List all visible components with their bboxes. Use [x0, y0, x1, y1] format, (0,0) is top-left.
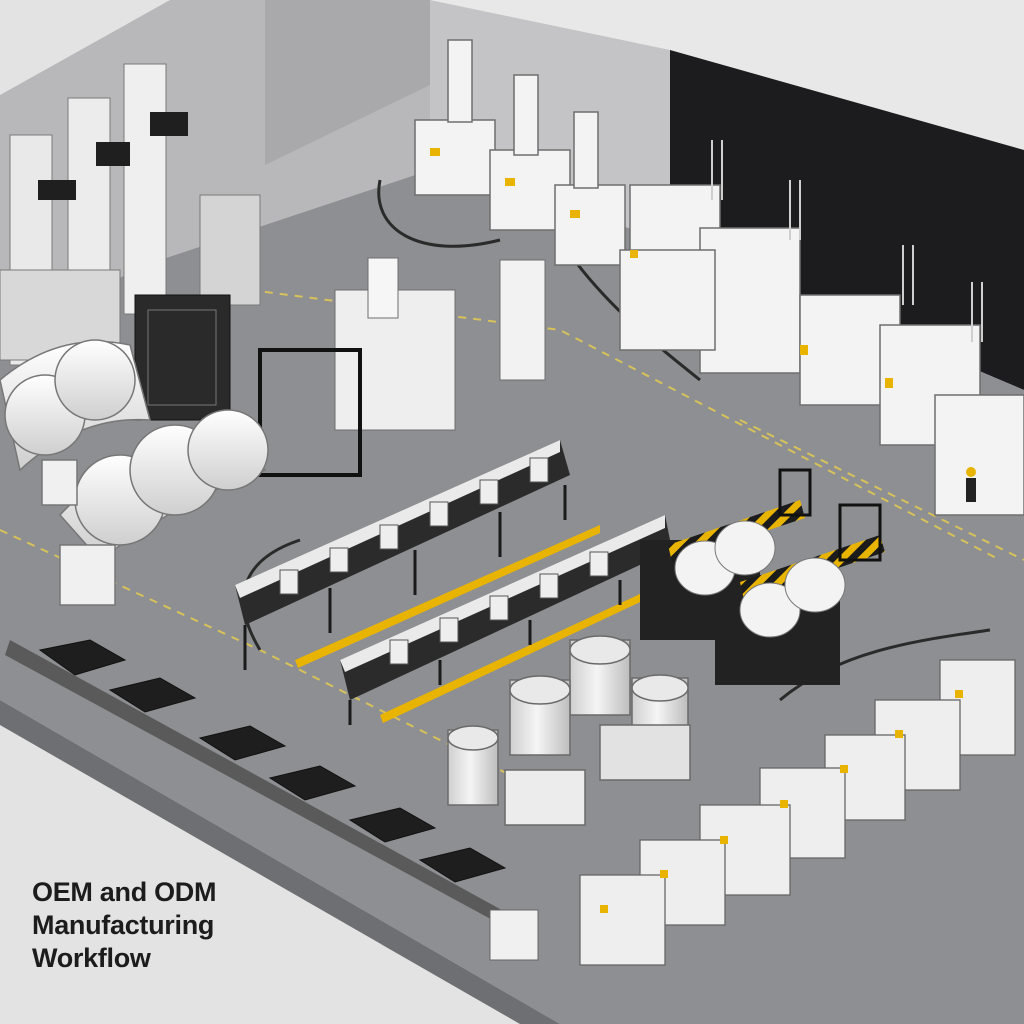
cabinet-accents: [600, 690, 963, 913]
floor-front-edge: [0, 700, 560, 1024]
caption-line-1: OEM and ODM: [32, 877, 217, 907]
caption-line-2: Manufacturing: [32, 910, 215, 940]
roll-winding-machines: [640, 468, 885, 685]
control-cabinets-right: [579, 659, 1016, 966]
poster-caption: OEM and ODM Manufacturing Workflow: [32, 876, 332, 975]
caption-line-3: Workflow: [32, 943, 151, 973]
machine-accents-back: [430, 148, 893, 388]
assembly-lines: [235, 440, 672, 725]
cabinet-machines-center: [134, 257, 546, 477]
worker-figure: [966, 467, 976, 502]
wall-ladders: [711, 140, 983, 342]
tall-machines-left: [0, 63, 261, 366]
mixing-tanks: [447, 635, 691, 826]
tunnel-ovens: [0, 339, 269, 606]
packing-trays-line: [5, 639, 539, 961]
press-machines-back: [414, 39, 1024, 516]
